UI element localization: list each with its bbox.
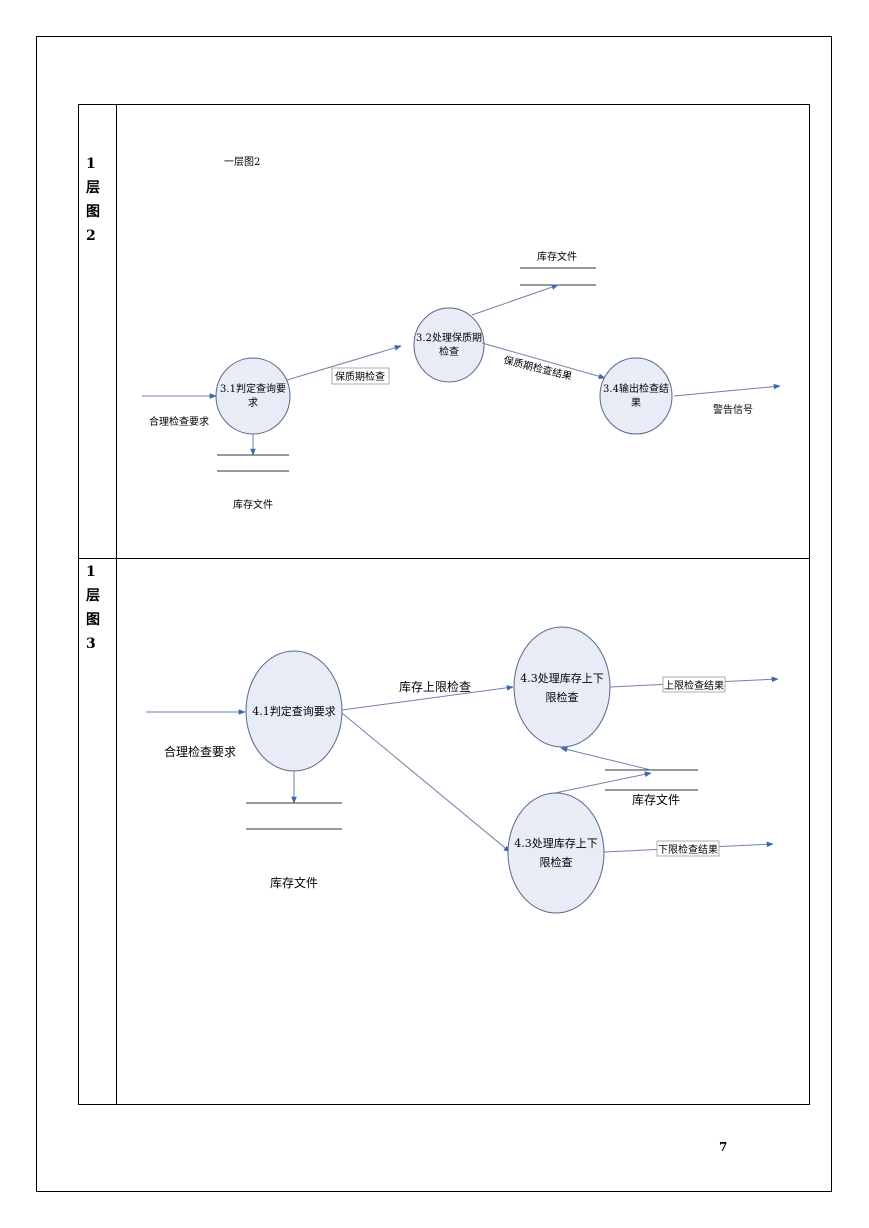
row-label-char: 1 — [86, 564, 96, 580]
flow-store-to-upper-arrow — [560, 746, 652, 771]
row-label-char: 层 — [86, 588, 100, 604]
row-label-char: 图 — [86, 204, 100, 220]
process-label-4-3-lower-line1: 4.3处理库存上下 — [514, 836, 598, 850]
process-label-3-1-line1: 3.1判定查询要 — [220, 382, 286, 395]
diagram-level1-3: 合理检查要求 4.1判定查询要求 库存文件 库存上限检查 4.3处理库存上下 限… — [146, 626, 779, 914]
flow-label-lower-result: 下限检查结果 — [658, 843, 718, 856]
flow-label-warning: 警告信号 — [713, 403, 753, 416]
table-row-divider — [78, 558, 810, 559]
flow-label-shelf-result: 保质期检查结果 — [502, 353, 573, 383]
diagram-title: 一层图2 — [224, 157, 261, 168]
data-store-label: 库存文件 — [537, 250, 577, 263]
diagram-table — [78, 104, 810, 1105]
flow-label-shelf-check: 保质期检查 — [335, 370, 385, 383]
diagram-level1-2: 合理检查要求 3.1判定查询要 求 库存文件 保质期检查 3.2处理保质期 检查… — [142, 250, 781, 511]
process-node-4-3-lower — [507, 792, 605, 914]
flow-label-box — [662, 676, 726, 693]
process-node-4-3-upper — [513, 626, 611, 748]
flow-label-upper-check: 库存上限检查 — [399, 679, 471, 694]
flow-label-input: 合理检查要求 — [149, 415, 209, 428]
process-label-3-4-line2: 果 — [631, 397, 641, 409]
flow-warning-arrow — [673, 383, 781, 397]
flow-to-lower-arrow — [341, 712, 511, 853]
row-label-char: 图 — [86, 612, 100, 628]
data-store-label: 库存文件 — [270, 875, 318, 890]
process-label-4-3-upper-line1: 4.3处理库存上下 — [520, 671, 604, 685]
flow-shelf-check-arrow — [286, 345, 402, 381]
row-label-char: 1 — [86, 156, 96, 172]
process-label-3-2-line2: 检查 — [439, 345, 459, 358]
row-label-char: 层 — [86, 180, 100, 196]
flow-lower-to-store-arrow — [554, 771, 652, 794]
flow-to-store-arrow — [471, 284, 559, 316]
process-node-3-4 — [599, 357, 673, 435]
page-border — [36, 36, 832, 1192]
row-label-char: 3 — [86, 636, 96, 652]
process-node-3-1 — [215, 357, 291, 435]
flow-shelf-result-arrow — [481, 342, 606, 379]
process-label-4-1: 4.1判定查询要求 — [252, 704, 336, 718]
flow-label-upper-result: 上限检查结果 — [664, 679, 724, 692]
table-column-divider — [116, 104, 117, 1105]
flow-upper-check-arrow — [341, 685, 514, 711]
process-label-3-4-line1: 3.4输出检查结 — [603, 382, 669, 395]
flow-label-input: 合理检查要求 — [164, 744, 236, 759]
data-store-label: 库存文件 — [632, 792, 680, 807]
process-label-3-2-line1: 3.2处理保质期 — [416, 331, 482, 344]
process-label-3-1-line2: 求 — [248, 397, 258, 409]
process-label-4-3-upper-line2: 限检查 — [546, 690, 579, 704]
page-number: 7 — [719, 1140, 728, 1154]
flow-label-box — [331, 367, 390, 385]
data-store-label: 库存文件 — [233, 498, 273, 511]
row-label-level1-diagram2: 1 层 图 2 — [86, 152, 106, 248]
flow-label-box — [656, 840, 720, 857]
process-label-4-3-lower-line2: 限检查 — [540, 855, 573, 869]
row-label-level1-diagram3: 1 层 图 3 — [86, 560, 106, 656]
process-node-3-2 — [413, 307, 485, 383]
row-label-char: 2 — [86, 228, 96, 244]
